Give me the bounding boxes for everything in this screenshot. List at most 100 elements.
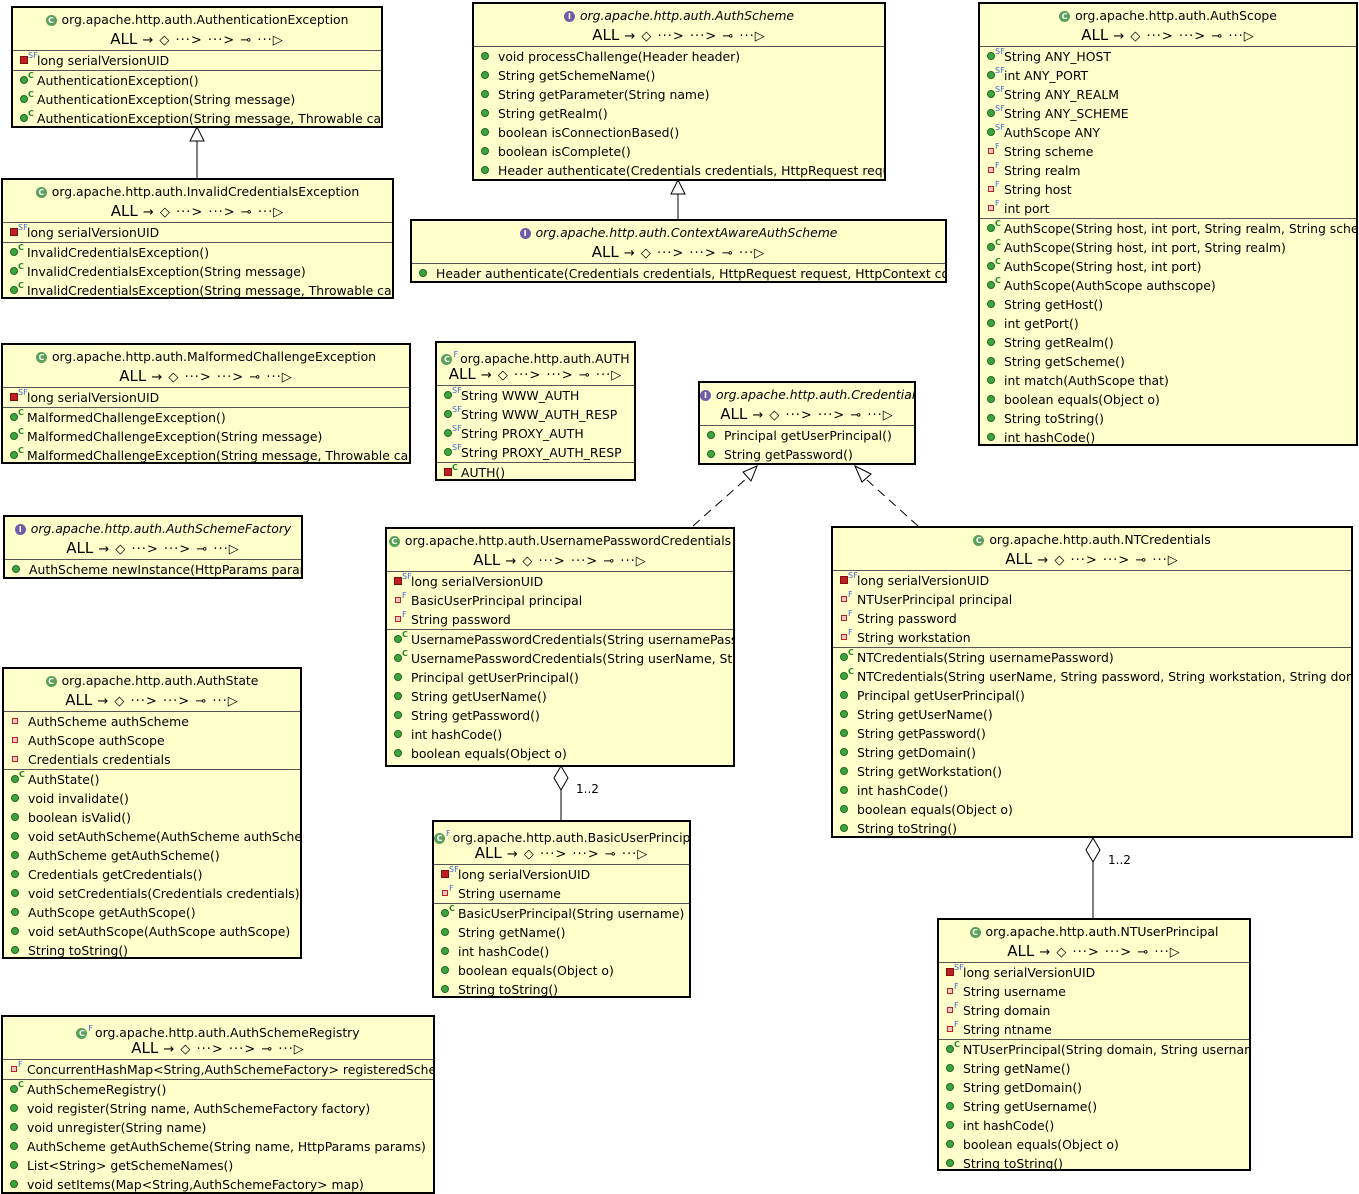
member-text: Credentials credentials xyxy=(28,752,171,767)
public-member-icon xyxy=(11,870,19,878)
method-row: String getRealm() xyxy=(474,104,884,123)
public-member-icon xyxy=(20,114,28,122)
modifier-icon: C xyxy=(18,262,24,271)
member-text: String ANY_HOST xyxy=(1004,49,1111,64)
filter-label: ALL xyxy=(591,243,619,261)
public-member-icon xyxy=(987,433,995,441)
private-member-icon xyxy=(395,616,401,622)
modifier-icon: C xyxy=(995,276,1001,285)
member-text: AuthScope getAuthScope() xyxy=(28,905,196,920)
member-text: NTUserPrincipal(String domain, String us… xyxy=(963,1042,1249,1057)
private-member-icon xyxy=(441,870,449,878)
method-row: Principal getUserPrincipal() xyxy=(700,426,914,445)
private-member-icon xyxy=(11,1066,17,1072)
private-member-icon xyxy=(988,167,994,173)
public-member-icon xyxy=(987,414,995,422)
method-row: String getHost() xyxy=(980,295,1356,314)
modifier-icon: C xyxy=(19,770,25,779)
public-member-icon xyxy=(11,794,19,802)
public-member-icon xyxy=(441,985,449,993)
method-row: String getDomain() xyxy=(939,1078,1249,1097)
method-row: String toString() xyxy=(387,763,733,765)
public-member-icon xyxy=(10,286,18,294)
member-text: AuthScheme getAuthScheme(String name, Ht… xyxy=(27,1139,426,1154)
class-name: org.apache.http.auth.AuthScope xyxy=(1075,8,1277,23)
member-text: NTCredentials(String usernamePassword) xyxy=(857,650,1114,665)
method-row: Header authenticate(Credentials credenti… xyxy=(474,161,884,179)
modifier-icon: SF xyxy=(18,223,28,232)
member-text: InvalidCredentialsException() xyxy=(27,245,210,260)
public-member-icon xyxy=(444,391,452,399)
public-member-icon xyxy=(441,909,449,917)
modifier-icon: C xyxy=(28,109,34,118)
modifier-icon: SF xyxy=(18,388,28,397)
public-member-icon xyxy=(10,451,18,459)
member-text: AuthScope(String host, int port, String … xyxy=(1004,240,1286,255)
public-member-icon xyxy=(10,432,18,440)
attribute-row: AuthScope authScope xyxy=(4,731,300,750)
relationship-filter: ALL → ◇ ···> ···> ⊸ ···▷ xyxy=(3,366,409,386)
modifier-icon: F xyxy=(402,610,407,619)
public-member-icon xyxy=(441,928,449,936)
public-member-icon xyxy=(840,729,848,737)
private-member-icon xyxy=(946,968,954,976)
member-text: String password xyxy=(411,612,511,627)
member-text: String ANY_SCHEME xyxy=(1004,106,1129,121)
member-text: int hashCode() xyxy=(857,783,949,798)
member-text: int ANY_PORT xyxy=(1004,68,1089,83)
member-text: boolean equals(Object o) xyxy=(458,963,614,978)
member-text: String host xyxy=(1004,182,1072,197)
filter-arrows-icon: → ◇ ···> ···> ⊸ ···▷ xyxy=(475,368,623,383)
member-text: boolean equals(Object o) xyxy=(857,802,1013,817)
method-row: String getWorkstation() xyxy=(833,762,1351,781)
modifier-icon: C xyxy=(954,1040,960,1049)
filter-arrows-icon: → ◇ ···> ···> ⊸ ···▷ xyxy=(158,1042,305,1057)
public-member-icon xyxy=(10,1142,18,1150)
member-text: void setCredentials(Credentials credenti… xyxy=(28,886,300,901)
public-member-icon xyxy=(987,224,995,232)
public-member-icon xyxy=(444,410,452,418)
member-text: Principal getUserPrincipal() xyxy=(857,688,1025,703)
method-row: int hashCode() xyxy=(434,942,689,961)
public-member-icon xyxy=(987,319,995,327)
class-icon: C xyxy=(969,927,981,938)
realization-arrowhead xyxy=(742,465,758,482)
member-text: int hashCode() xyxy=(411,727,503,742)
member-text: AuthScope(String host, int port, String … xyxy=(1004,221,1356,236)
